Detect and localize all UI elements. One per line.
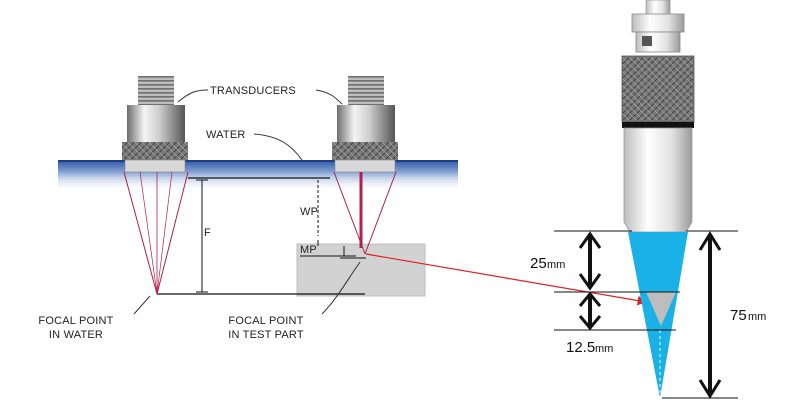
probe-body <box>623 127 693 233</box>
focal-water-label-line1: FOCAL POINT <box>38 315 113 327</box>
water-tank-panel: F WP MP TRANSDUCERS WATER FOCAL POINT IN… <box>38 76 458 341</box>
water-label: WATER <box>206 129 246 141</box>
dim-25-value: 25 <box>530 255 547 272</box>
water-band <box>58 160 458 192</box>
focal-water-label-line2: IN WATER <box>49 329 103 341</box>
focal-part-label-line1: FOCAL POINT <box>228 315 303 327</box>
mp-label: MP <box>300 244 317 256</box>
dim-25-unit: mm <box>547 259 565 271</box>
pointer-arrow <box>365 253 648 306</box>
probe-assembly: 25 mm 12.5 mm 75 mm <box>530 0 766 399</box>
left-beam <box>123 171 189 295</box>
f-label: F <box>204 227 211 239</box>
right-transducer <box>332 76 398 173</box>
dim-12-5-value: 12.5 <box>566 339 595 356</box>
dim-75-unit: mm <box>748 311 766 323</box>
test-part-block <box>296 243 426 297</box>
probe-focal-zone <box>646 292 676 326</box>
probe-knurled-nut <box>621 55 695 123</box>
focal-part-label-line2: IN TEST PART <box>228 329 304 341</box>
dim-12-5-unit: mm <box>595 343 613 355</box>
right-beam <box>333 171 397 255</box>
left-transducer <box>122 76 188 173</box>
dimension-12-5mm: 12.5 mm <box>566 291 613 356</box>
dimension-75mm: 75 mm <box>698 231 766 399</box>
wp-label: WP <box>300 206 318 218</box>
dim-75-value: 75 <box>730 307 747 324</box>
dimension-25mm: 25 mm <box>530 231 602 291</box>
transducers-label: TRANSDUCERS <box>210 85 296 97</box>
